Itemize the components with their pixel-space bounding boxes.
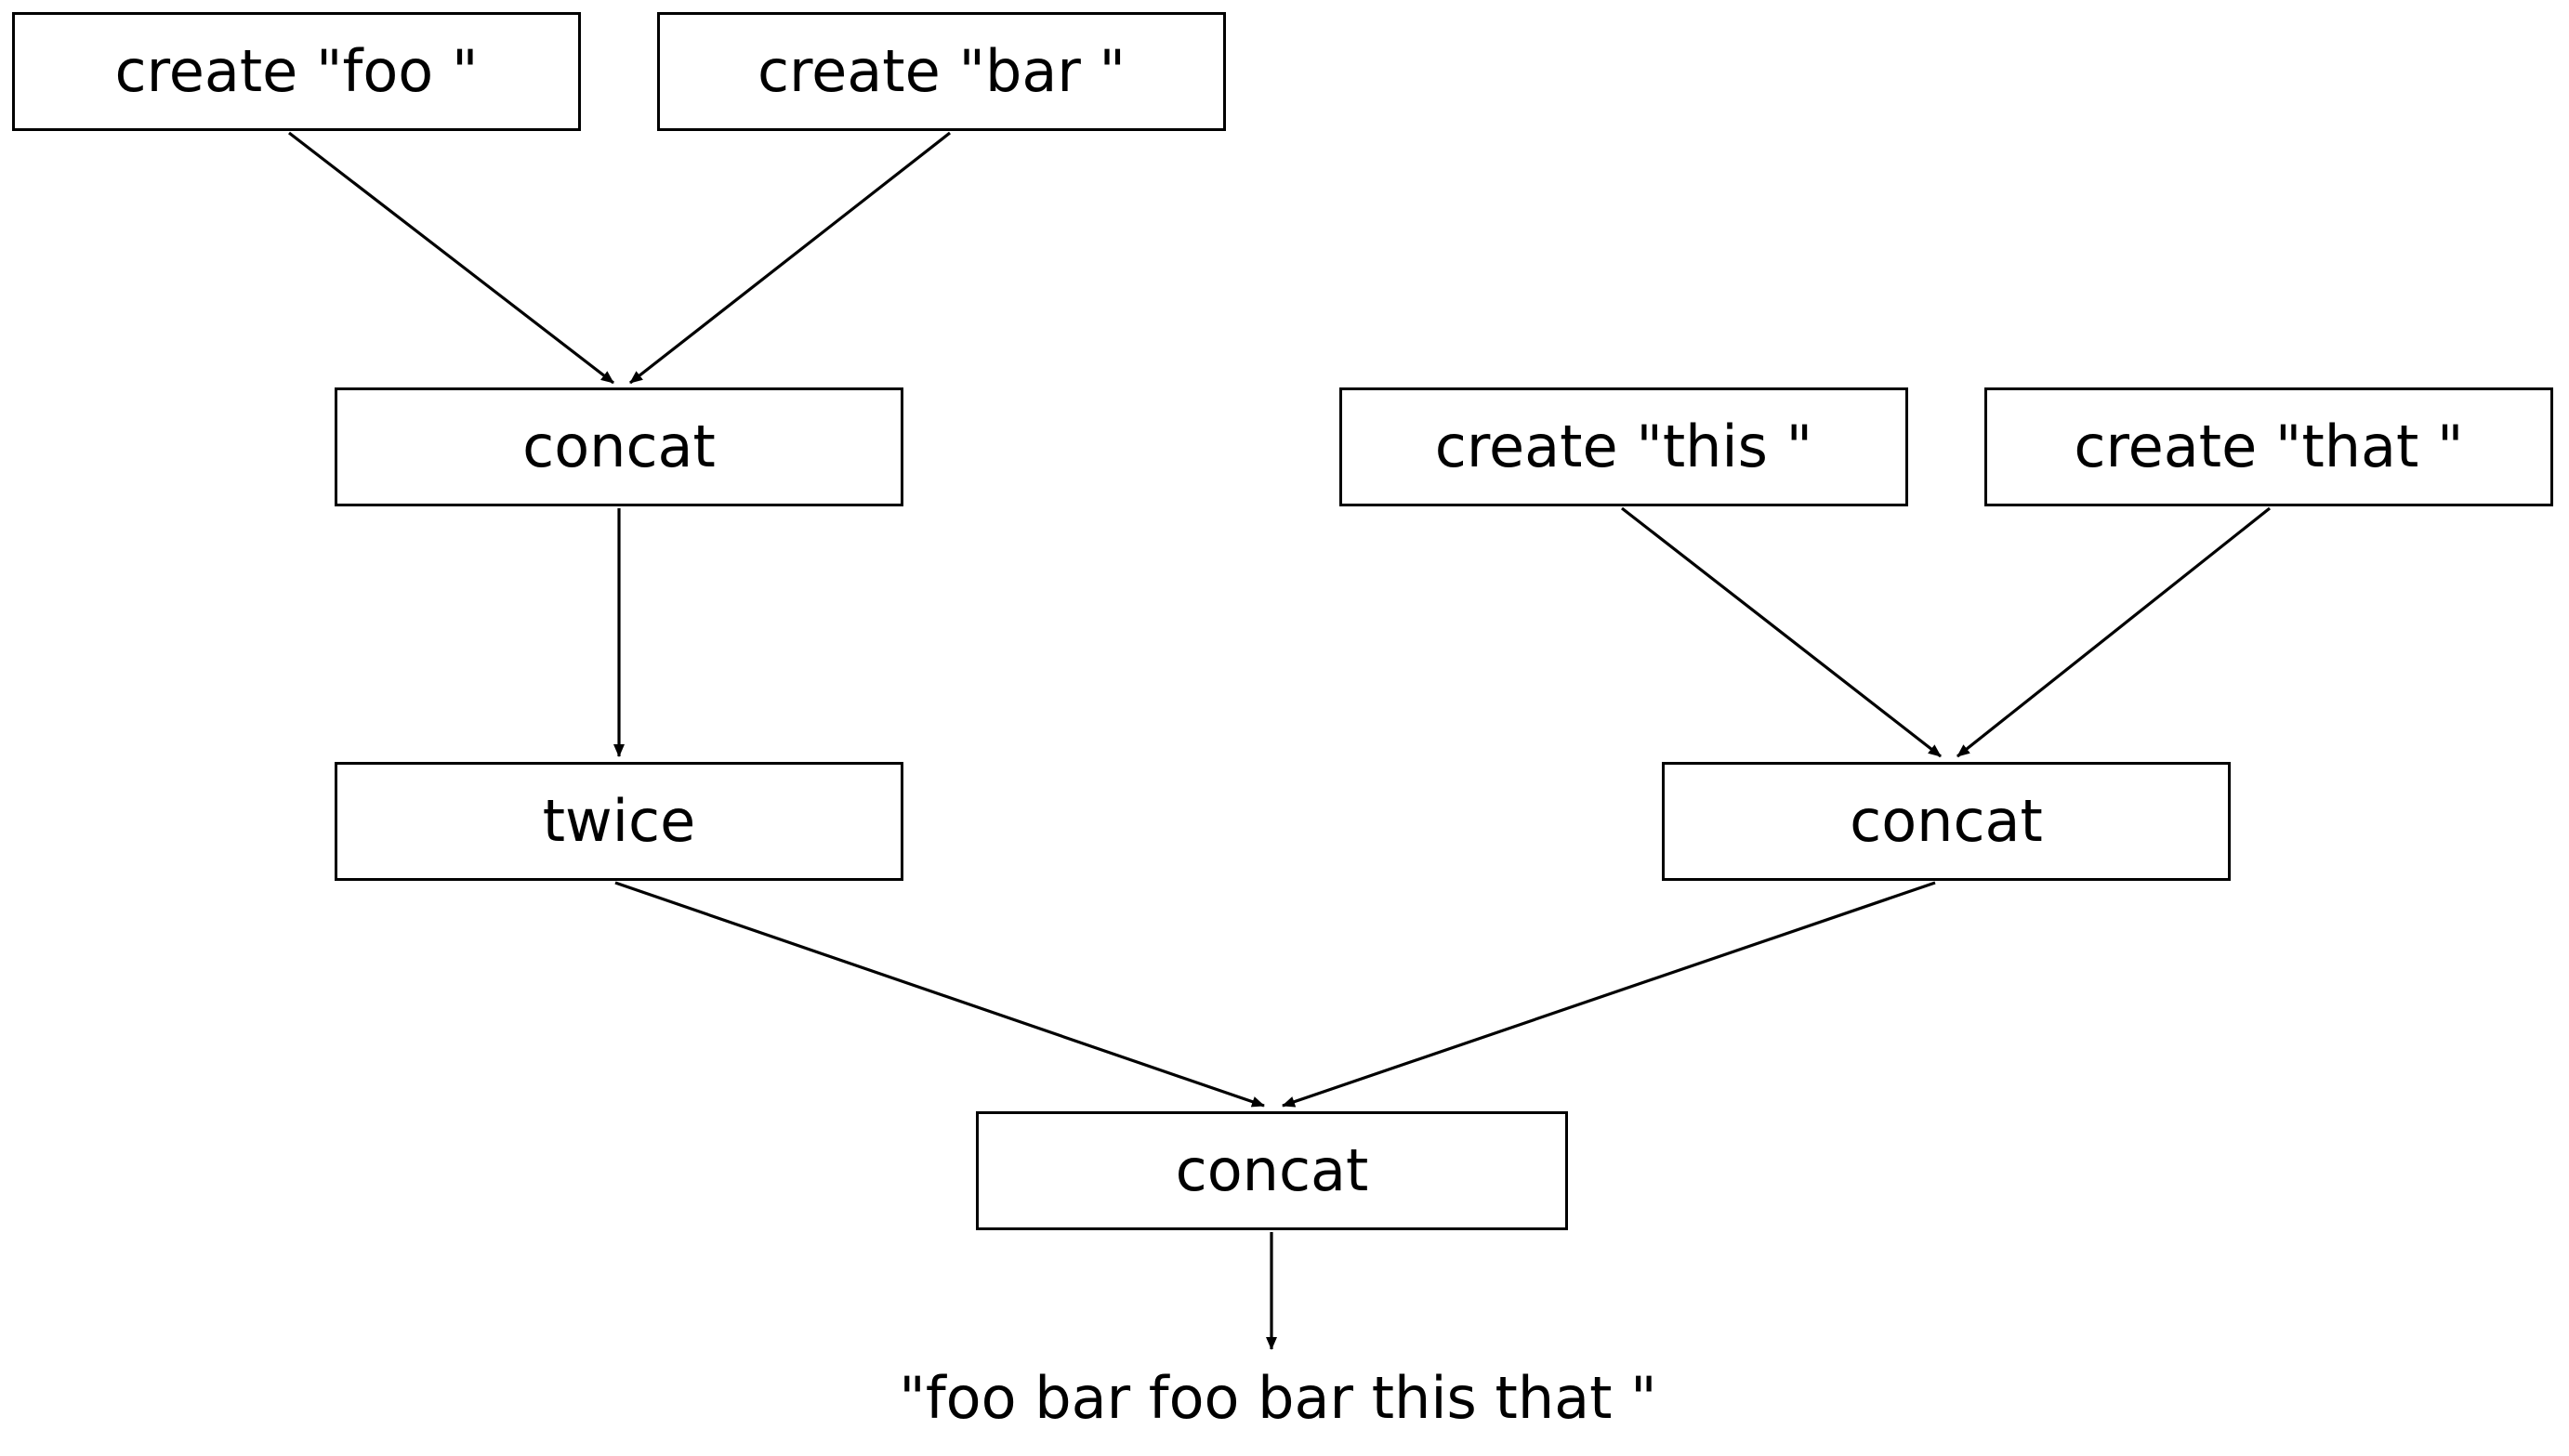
graph-node-create-this[interactable]: create "this " <box>1339 387 1908 506</box>
graph-node-twice[interactable]: twice <box>335 762 903 881</box>
edge-create-this-to-concat-right <box>1621 506 1942 758</box>
graph-node-create-foo[interactable]: create "foo " <box>12 12 581 131</box>
edge-create-that-to-concat-right <box>1956 506 2271 758</box>
graph-node-result[interactable]: "foo bar foo bar this that " <box>899 1364 1657 1432</box>
edge-create-bar-to-concat-top-left <box>629 131 951 385</box>
graph-node-concat-top-left[interactable]: concat <box>335 387 903 506</box>
graph-node-create-that[interactable]: create "that " <box>1984 387 2553 506</box>
graph-node-concat-bottom[interactable]: concat <box>976 1111 1568 1230</box>
edge-twice-to-concat-bottom <box>614 881 1265 1108</box>
graph-node-create-bar[interactable]: create "bar " <box>657 12 1226 131</box>
graph-node-concat-right[interactable]: concat <box>1662 762 2231 881</box>
edge-create-foo-to-concat-top-left <box>288 131 614 385</box>
edge-concat-right-to-concat-bottom <box>1282 881 1936 1108</box>
